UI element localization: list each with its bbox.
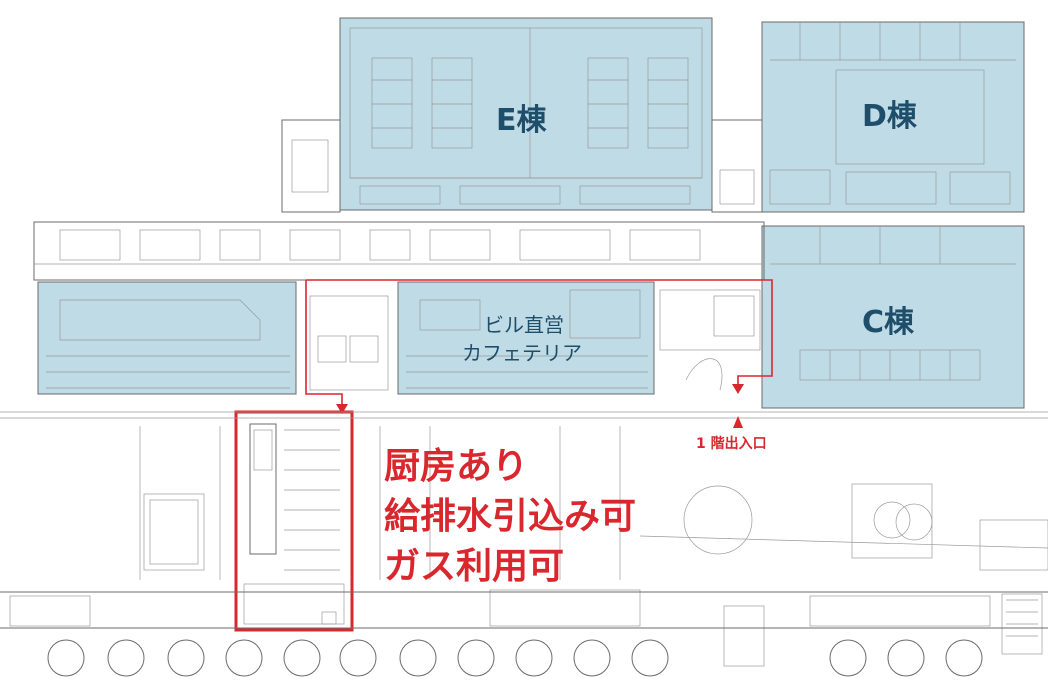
- outdoor-plaza: [0, 411, 1048, 667]
- west-wing-zone[interactable]: [37, 281, 297, 395]
- cafeteria-label-line2: カフェテリア: [462, 341, 582, 365]
- building-d-zone[interactable]: [761, 21, 1025, 213]
- building-e-walls: [339, 17, 713, 211]
- planter-row: [47, 639, 983, 677]
- note-kitchen: 厨房あり: [384, 446, 528, 487]
- west-wing-walls: [37, 281, 297, 395]
- note-water: 給排水引込み可: [384, 496, 636, 537]
- entrance-marker-icon[interactable]: [733, 416, 743, 428]
- highlighted-lease-area[interactable]: [234, 410, 354, 632]
- highlighted-area-interior: [243, 423, 345, 625]
- building-d-label: D棟: [862, 99, 918, 134]
- highlight-route: [305, 279, 773, 414]
- building-c-walls: [761, 225, 1025, 409]
- note-gas: ガス利用可: [384, 546, 564, 587]
- building-d-walls: [761, 21, 1025, 213]
- building-e-label: E棟: [496, 103, 547, 138]
- meeting-area: [659, 289, 761, 391]
- entrance-label: 1 階出入口: [696, 435, 767, 452]
- building-c-label: C棟: [862, 305, 915, 340]
- cafeteria-walls: [397, 281, 655, 395]
- middle-room: [309, 295, 389, 391]
- cafeteria-label-line1: ビル直営: [484, 313, 564, 337]
